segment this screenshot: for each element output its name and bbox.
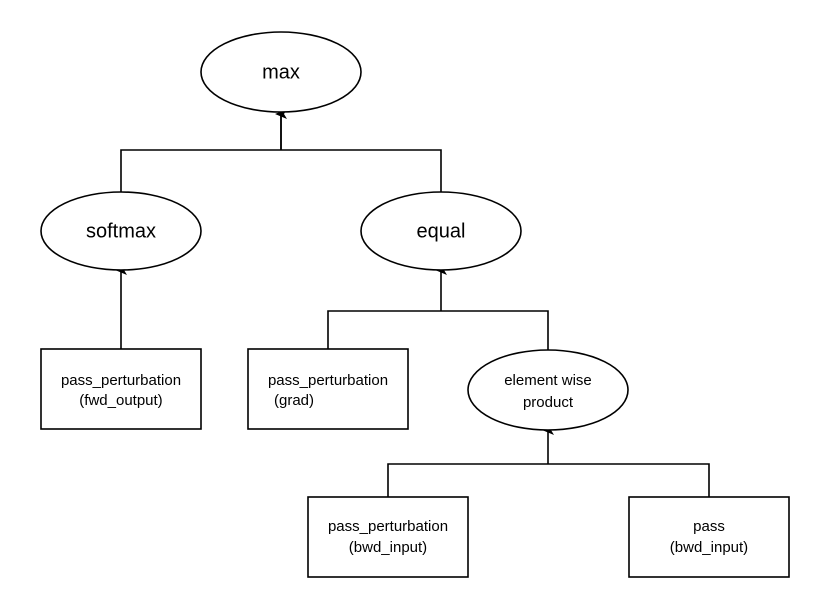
edges <box>115 109 710 497</box>
pass-bwd-input-line1: pass <box>693 518 725 535</box>
node-softmax: softmax <box>40 191 202 271</box>
node-pass-perturbation-fwd-output: pass_perturbation (fwd_output) <box>40 348 202 430</box>
softmax-label: softmax <box>86 220 156 242</box>
edge-to-equal <box>327 310 549 360</box>
node-max: max <box>200 31 362 113</box>
softmax-ellipse <box>40 191 202 271</box>
node-equal: equal <box>360 191 522 271</box>
max-ellipse <box>200 31 362 113</box>
element-wise-product-line2: product <box>523 394 574 411</box>
pp-grad-line2: (grad) <box>274 392 314 409</box>
node-pass-perturbation-bwd-input: pass_perturbation (bwd_input) <box>307 496 469 578</box>
pass-bwd-input-line2: (bwd_input) <box>670 539 748 556</box>
edge-to-element-wise-product <box>387 463 710 497</box>
equal-ellipse <box>360 191 522 271</box>
node-pass-perturbation-grad: pass_perturbation (grad) <box>247 348 409 430</box>
element-wise-product-line1: element wise <box>504 372 592 389</box>
pp-grad-box <box>247 348 409 430</box>
pp-fwd-output-box <box>40 348 202 430</box>
pp-bwd-input-line1: pass_perturbation <box>328 518 448 535</box>
pp-bwd-input-line2: (bwd_input) <box>349 539 427 556</box>
pass-bwd-input-box <box>628 496 790 578</box>
pp-bwd-input-box <box>307 496 469 578</box>
element-wise-product-ellipse <box>467 349 629 431</box>
equal-label: equal <box>417 220 466 242</box>
pp-fwd-output-line2: (fwd_output) <box>79 392 162 409</box>
pp-grad-line1: pass_perturbation <box>268 372 388 389</box>
max-label: max <box>262 61 300 83</box>
pp-fwd-output-line1: pass_perturbation <box>61 372 181 389</box>
node-element-wise-product: element wise product <box>467 349 629 431</box>
node-pass-bwd-input: pass (bwd_input) <box>628 496 790 578</box>
